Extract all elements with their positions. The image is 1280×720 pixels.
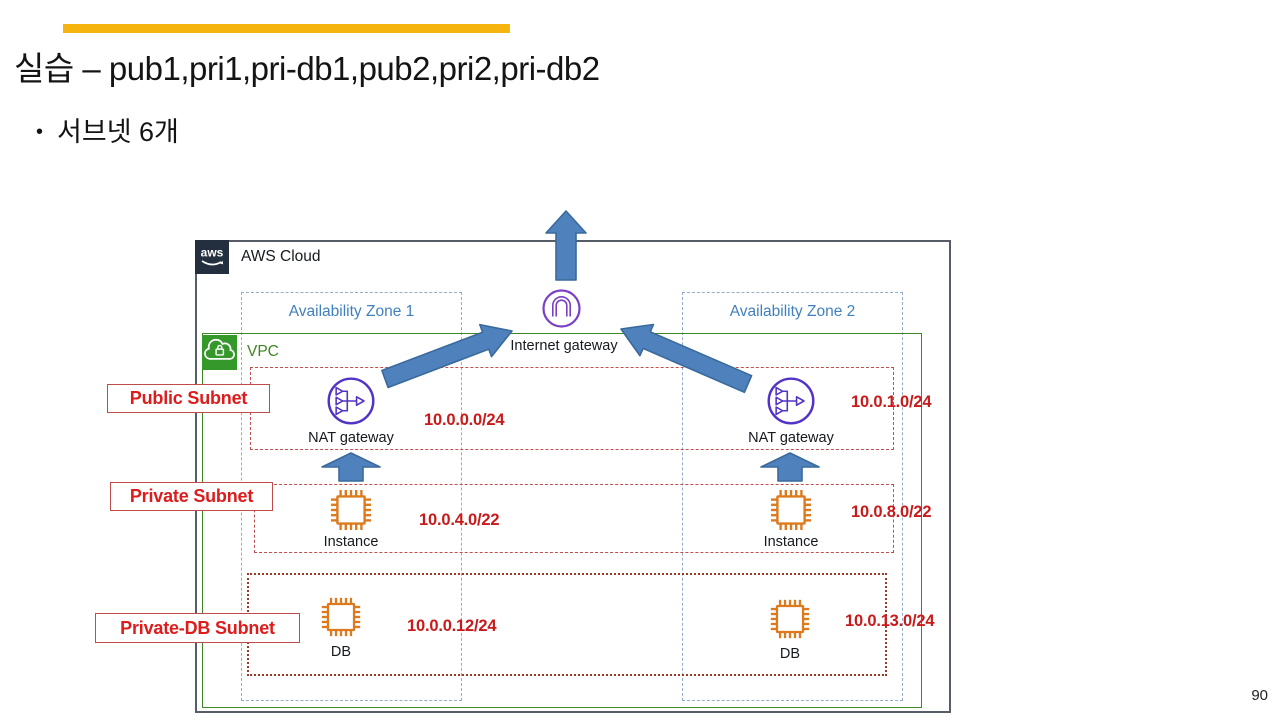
nat-gateway-icon-az1	[325, 375, 377, 427]
cidr-public-az1: 10.0.0.0/24	[424, 411, 505, 429]
private-db-subnet-tag: Private-DB Subnet	[95, 613, 300, 643]
vpc-cloud-lock-icon	[202, 335, 237, 370]
nat-gateway-icon-az2	[765, 375, 817, 427]
db-chip-icon-az1	[318, 594, 364, 640]
private-subnet-box	[254, 484, 894, 553]
instance-label-az1: Instance	[323, 534, 379, 550]
accent-bar	[63, 24, 510, 33]
db-label-az1: DB	[330, 644, 352, 660]
internet-gateway-label: Internet gateway	[510, 338, 618, 354]
public-subnet-tag: Public Subnet	[107, 384, 270, 413]
db-label-az2: DB	[779, 646, 801, 662]
instance-chip-icon-az2	[767, 486, 815, 534]
private-subnet-tag: Private Subnet	[110, 482, 273, 511]
nat-gateway-label-az1: NAT gateway	[308, 430, 394, 446]
cidr-private-db-az2: 10.0.13.0/24	[845, 612, 935, 630]
vpc-label: VPC	[247, 343, 279, 360]
cidr-public-az2: 10.0.1.0/24	[851, 393, 932, 411]
bullet-glyph: •	[36, 121, 44, 143]
availability-zone-2-label: Availability Zone 2	[729, 303, 856, 320]
bullet-item: • 서브넷 6개	[36, 110, 179, 149]
page-title: 실습 – pub1,pri1,pri-db1,pub2,pri2,pri-db2	[14, 50, 600, 87]
availability-zone-1-label: Availability Zone 1	[288, 303, 415, 320]
availability-zone-2-box	[682, 292, 903, 701]
aws-logo-text: aws	[201, 246, 224, 260]
cidr-private-az1: 10.0.4.0/22	[419, 511, 500, 529]
vpc-box	[202, 333, 922, 708]
internet-gateway-icon	[541, 288, 582, 329]
bullet-text: 서브넷 6개	[57, 117, 179, 147]
db-chip-icon-az2	[767, 596, 813, 642]
aws-cloud-label: AWS Cloud	[241, 248, 321, 265]
page-number: 90	[1251, 687, 1268, 704]
aws-logo-icon: aws	[195, 240, 229, 274]
cidr-private-az2: 10.0.8.0/22	[851, 503, 932, 521]
nat-gateway-label-az2: NAT gateway	[748, 430, 834, 446]
instance-label-az2: Instance	[763, 534, 819, 550]
cidr-private-db-az1: 10.0.0.12/24	[407, 617, 497, 635]
instance-chip-icon-az1	[327, 486, 375, 534]
